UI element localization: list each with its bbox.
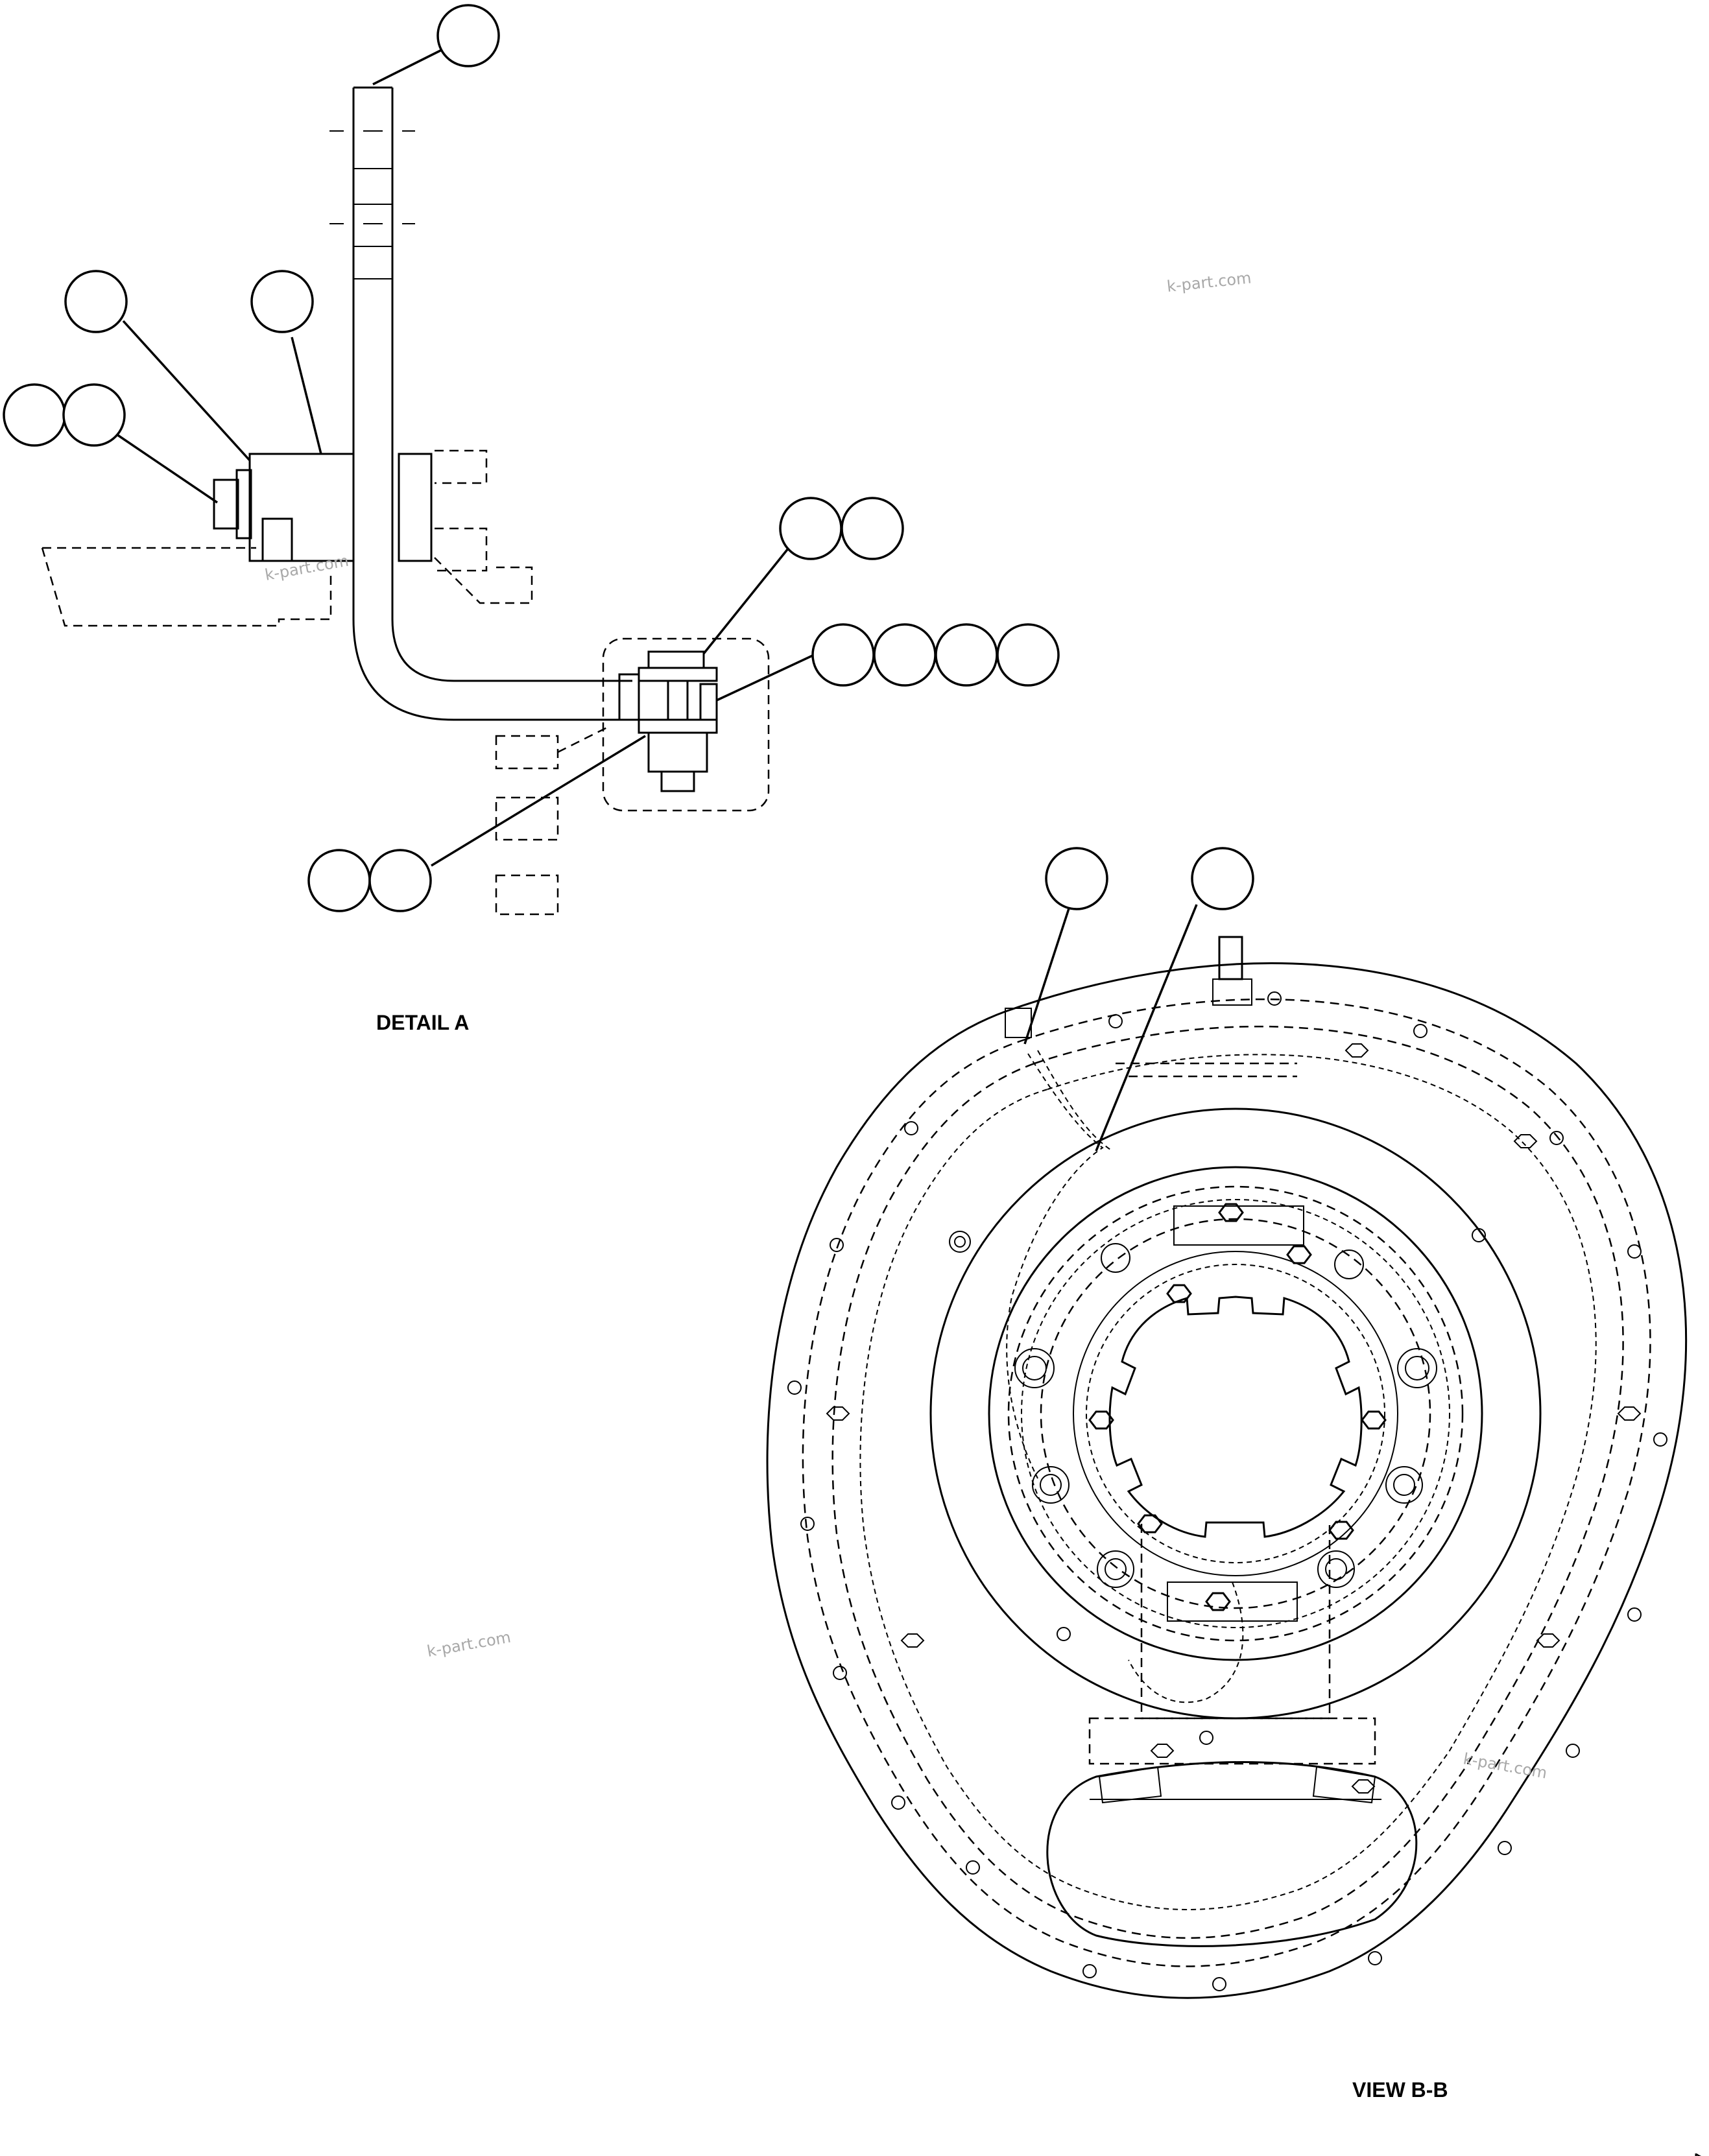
drawing-number: 56327 [1692,2153,1709,2156]
balloon [935,623,998,687]
balloon [779,497,843,560]
balloon [307,849,371,912]
view-b-b-drawing [766,936,1688,1999]
watermark: k-part.com [1462,1749,1549,1782]
balloon [996,623,1060,687]
item-balloons [3,4,1254,912]
balloon [841,497,904,560]
balloon [436,4,500,67]
watermark: k-part.com [425,1628,512,1661]
balloon [1191,847,1254,910]
detail-a-label: DETAIL A [376,1011,469,1034]
watermark: k-part.com [263,552,350,584]
view-b-b-label: VIEW B-B [1352,2078,1448,2102]
balloon [250,270,314,333]
balloon [1045,847,1108,910]
detail-a-drawing [41,86,770,916]
balloon [62,383,126,447]
balloon [873,623,937,687]
balloon [368,849,432,912]
watermark: k-part.com [1166,268,1252,296]
balloon [64,270,128,333]
detail-a-leaders [116,47,815,867]
balloon [811,623,875,687]
balloon [3,383,66,447]
view-b-b-leaders [1023,904,1198,1152]
